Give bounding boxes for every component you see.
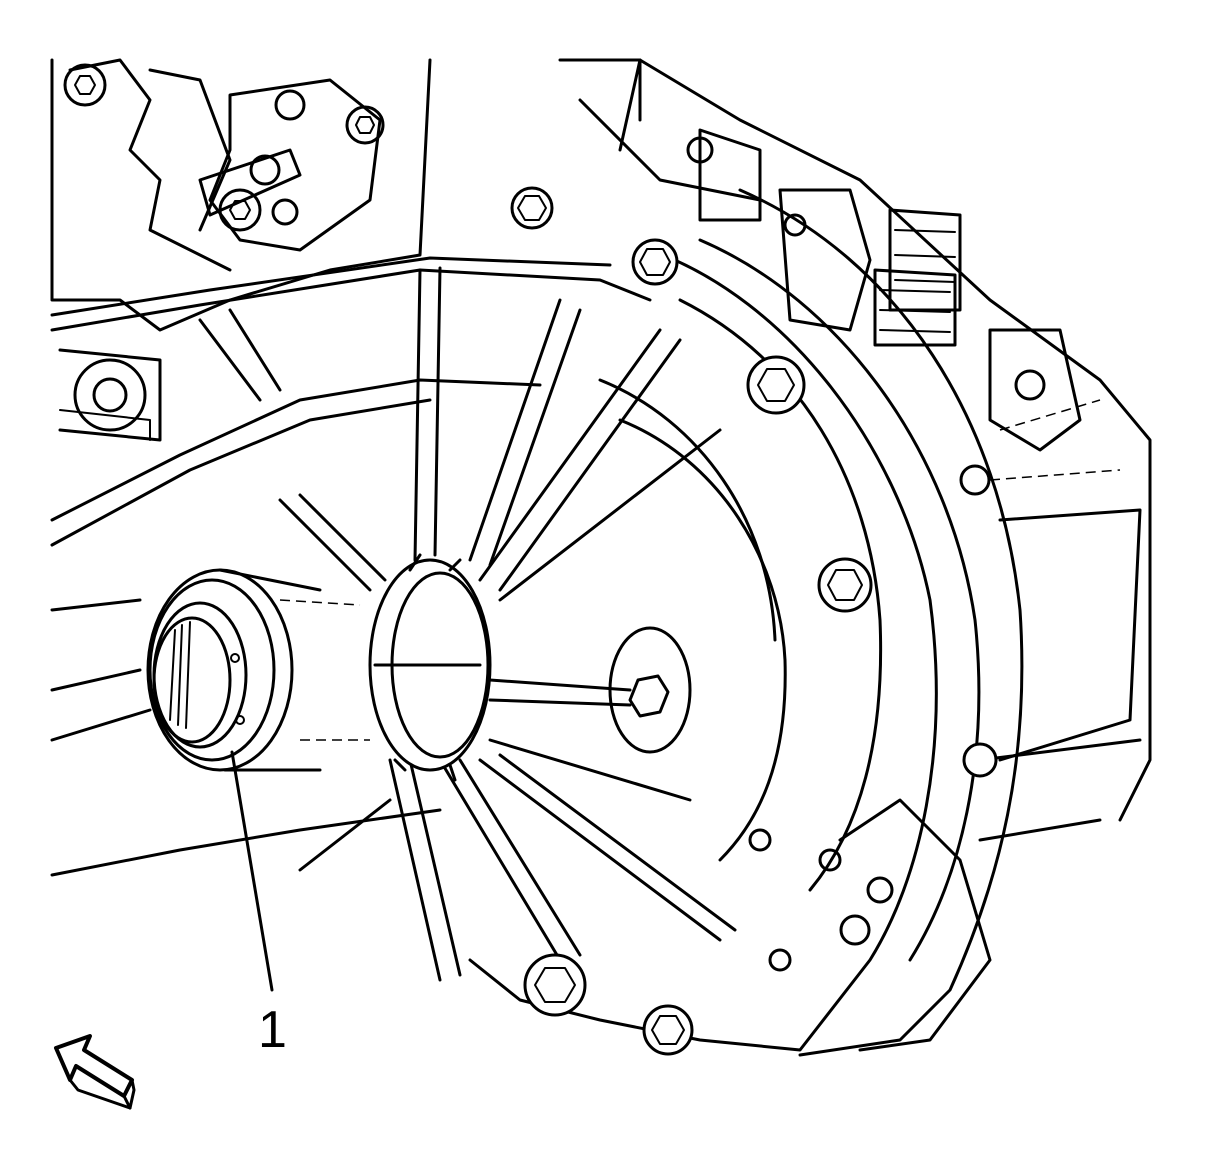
housing-flange — [468, 188, 1024, 1057]
flange-bolts — [488, 186, 998, 1056]
callout-label-1: 1 — [258, 1001, 287, 1059]
bolt-right-edge — [959, 464, 998, 778]
bolt-top-2 — [631, 238, 679, 286]
housing-outer-contour — [50, 256, 652, 877]
bolt-right-2 — [817, 557, 873, 613]
axle-shaft-seal — [146, 568, 370, 772]
flange-mount-ears — [748, 798, 992, 1052]
bolt-right-1 — [746, 355, 806, 415]
bolt-bottom-1 — [523, 953, 587, 1017]
engine-mount-bracket — [50, 58, 432, 442]
right-side-bracket — [558, 58, 1152, 842]
callout-1-leader — [230, 750, 274, 992]
center-ring — [368, 553, 492, 782]
bolt-center — [488, 626, 692, 754]
bolt-top-1 — [510, 186, 554, 230]
housing-ribs — [198, 266, 737, 982]
bolt-bottom-2 — [642, 1004, 694, 1056]
arrow-up-left-icon — [54, 1034, 136, 1110]
